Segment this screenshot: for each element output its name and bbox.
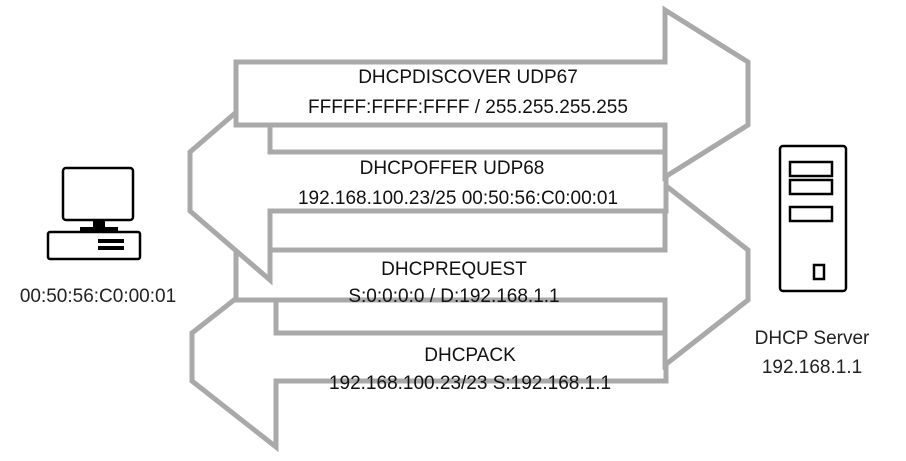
dhcprequest-arrow: [233, 179, 751, 371]
dhcpdiscover-arrow: [233, 5, 751, 182]
dhcpack-arrow: [189, 261, 669, 453]
dhcpoffer-arrow: [187, 77, 669, 286]
server-ip-label: 192.168.1.1: [762, 357, 862, 378]
dhcpoffer-title: DHCPOFFER UDP68: [360, 158, 545, 179]
dhcpdiscover-detail: FFFFF:FFFF:FFFF / 255.255.255.255: [308, 97, 628, 118]
server-name-label: DHCP Server: [755, 328, 870, 349]
dhcpack-detail: 192.168.100.23/23 S:192.168.1.1: [329, 373, 611, 394]
dhcpack-title: DHCPACK: [424, 345, 516, 366]
dhcpdiscover-title: DHCPDISCOVER UDP67: [358, 67, 578, 88]
dhcprequest-title: DHCPREQUEST: [381, 259, 527, 280]
client-computer-icon: [46, 166, 142, 261]
dhcprequest-detail: S:0:0:0:0 / D:192.168.1.1: [348, 286, 559, 307]
server-tower-icon: [778, 144, 848, 293]
client-mac-label: 00:50:56:C0:00:01: [20, 286, 176, 307]
dhcpoffer-detail: 192.168.100.23/25 00:50:56:C0:00:01: [298, 188, 618, 209]
